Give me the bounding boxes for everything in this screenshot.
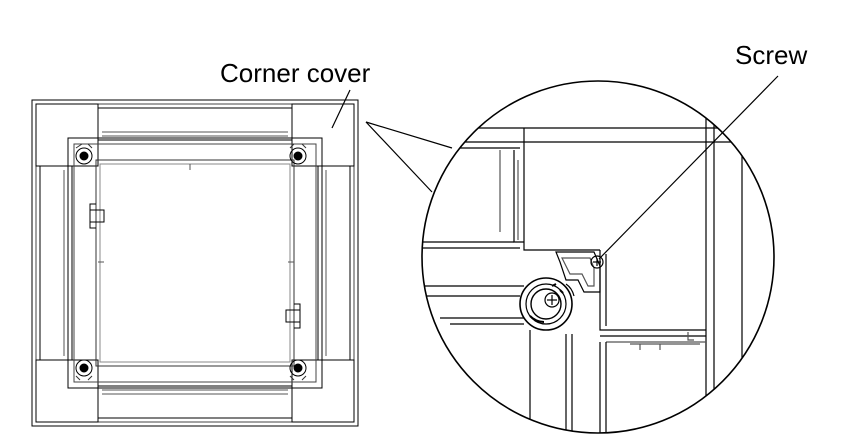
- screw-label: Screw: [735, 40, 808, 70]
- latch-left: [90, 204, 104, 228]
- screw-top-left: [76, 144, 92, 164]
- corner-cover-bottom-left: [36, 360, 98, 422]
- screw-bottom-right: [290, 360, 306, 380]
- corner-cover-label: Corner cover: [220, 58, 371, 88]
- latch-right: [286, 304, 300, 328]
- screw-leader: [599, 76, 778, 259]
- screw-bottom-left: [76, 360, 92, 380]
- zoom-line-lower: [366, 122, 432, 192]
- panel-outer-frame: [32, 100, 358, 426]
- corner-cover-top-left: [36, 104, 98, 166]
- zoom-screw-head: [591, 256, 603, 268]
- panel-top-view: [32, 100, 358, 426]
- zoom-line-upper: [366, 122, 452, 148]
- screw-top-right: [290, 144, 306, 164]
- corner-cover-leader: [332, 90, 350, 128]
- fastening-bolt: [520, 278, 574, 330]
- grille-frame: [68, 138, 322, 388]
- louver-left: [40, 166, 72, 360]
- grille-inner: [96, 160, 294, 366]
- detail-zoom: [420, 80, 780, 440]
- louver-right: [318, 166, 350, 360]
- detail-circle-outline: [422, 81, 774, 433]
- louver-bottom: [98, 386, 292, 418]
- louver-top: [98, 108, 292, 140]
